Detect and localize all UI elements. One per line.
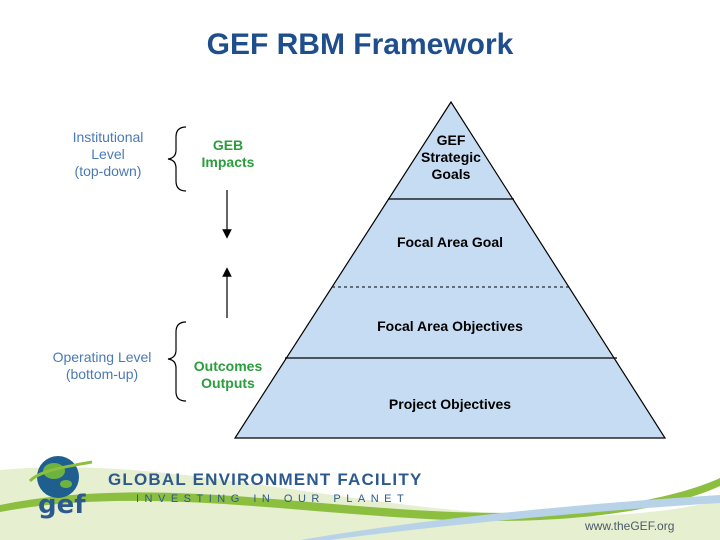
outcomes-outputs-label: Outcomes Outputs — [193, 358, 263, 391]
footer-swoosh-light — [0, 467, 720, 540]
focal-area-objectives-label: Focal Area Objectives — [377, 318, 523, 334]
globe-icon — [28, 456, 93, 498]
footer-swoosh-blue — [300, 495, 720, 540]
geb-impacts-label: GEB Impacts — [201, 137, 255, 170]
gef-logo-text: gef — [38, 490, 86, 520]
operating-level-label: Operating Level (bottom-up) — [52, 349, 152, 382]
bottom-brace — [167, 321, 187, 402]
institutional-level-label: Institutional Level (top-down) — [72, 129, 144, 179]
pyramid-apex-label: GEF Strategic Goals — [421, 132, 481, 182]
organization-tagline: INVESTING IN OUR PLANET — [136, 493, 410, 505]
focal-area-goal-label: Focal Area Goal — [396, 234, 504, 250]
website-link[interactable]: www.theGEF.org — [585, 519, 675, 533]
pyramid — [233, 100, 667, 439]
footer-swoosh-green — [0, 478, 720, 521]
slide-title: GEF RBM Framework — [206, 28, 514, 61]
top-brace — [167, 126, 187, 192]
project-objectives-label: Project Objectives — [388, 396, 512, 412]
organization-name: GLOBAL ENVIRONMENT FACILITY — [108, 470, 423, 489]
